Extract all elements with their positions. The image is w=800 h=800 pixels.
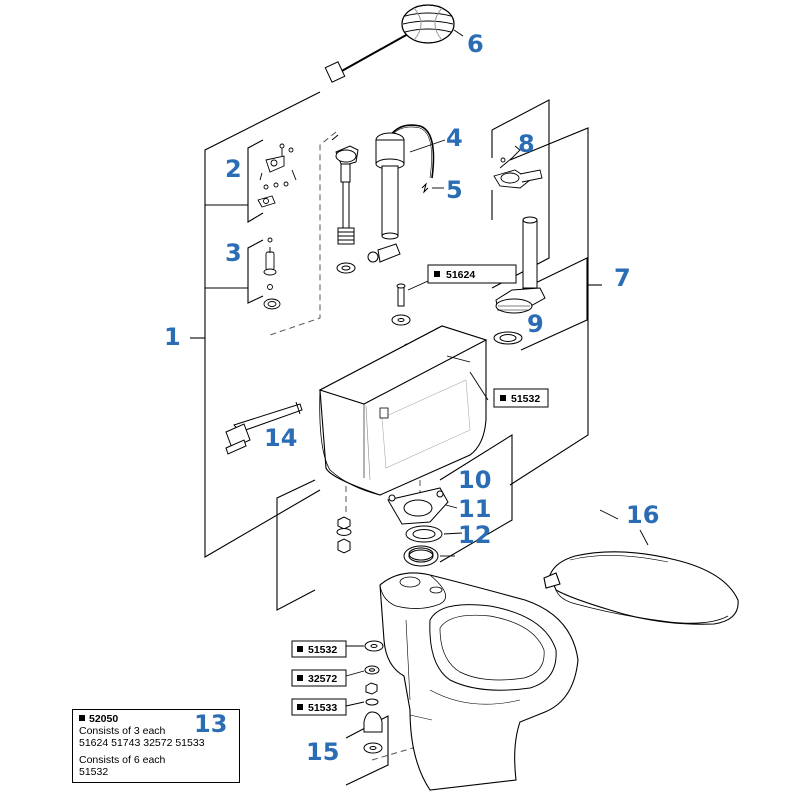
toilet-bowl	[379, 572, 579, 791]
callout-2: 2	[225, 155, 242, 183]
flush-valve-part-9	[493, 216, 546, 345]
bracket-2	[247, 139, 264, 223]
part-number-label: 51533	[308, 702, 337, 714]
refill-tube-part-4	[367, 124, 435, 263]
float-ball	[401, 4, 455, 44]
ballcock-assembly	[331, 134, 359, 274]
valve-part-3	[263, 237, 281, 310]
kit-line-4: 51532	[79, 766, 109, 778]
float-ball-rod	[324, 4, 464, 83]
bracket-8	[491, 99, 550, 289]
bracket-assembly-1	[204, 91, 321, 558]
kit-line-3: Consists of 6 each	[79, 754, 166, 766]
part-box-51532-bottom: 51532	[291, 640, 347, 658]
kit-part-number: 52050	[89, 713, 119, 725]
callout-9: 9	[527, 310, 544, 338]
toilet-tank	[318, 325, 488, 496]
bracket-10-12	[439, 434, 513, 563]
kit-line-1: Consists of 3 each	[79, 725, 166, 737]
kit-line-2: 51624 51743 32572 51533	[79, 737, 205, 749]
spud-washer-part-12	[403, 545, 439, 567]
callout-1: 1	[164, 323, 181, 351]
part-box-51624: 51624	[427, 264, 517, 284]
callout-12: 12	[458, 521, 491, 549]
bracket-7	[509, 127, 589, 486]
part-box-51533: 51533	[291, 698, 347, 716]
callout-4: 4	[446, 124, 463, 152]
kit-part-row: 52050	[79, 713, 233, 725]
part-number-label: 32572	[308, 673, 337, 685]
callout-3: 3	[225, 239, 242, 267]
callout-8: 8	[518, 130, 535, 158]
kit-note-box: 52050 Consists of 3 each 51624 51743 325…	[72, 709, 240, 783]
callout-6: 6	[467, 30, 484, 58]
callout-5: 5	[446, 176, 463, 204]
part-number-label: 51624	[446, 269, 475, 281]
trip-lever-part-14	[225, 401, 303, 455]
leader-lines	[345, 139, 649, 707]
bracket-frames	[190, 91, 602, 786]
tank-gasket-plate-part-10	[387, 487, 449, 525]
gasket-ring-part-11	[405, 525, 443, 543]
callout-10: 10	[458, 466, 491, 494]
callout-15: 15	[306, 738, 339, 766]
part-box-51532-top: 51532	[493, 388, 549, 408]
callout-11: 11	[458, 495, 491, 523]
toilet-seat-part-16	[543, 551, 739, 625]
bracket-lower-left	[276, 479, 316, 611]
tank-bolt-hardware	[336, 516, 352, 554]
callout-16: 16	[626, 501, 659, 529]
part-number-label: 51532	[308, 644, 337, 656]
part-number-label: 51532	[511, 393, 540, 405]
flush-hardware-part-8	[493, 145, 543, 189]
clip-part-5	[421, 182, 429, 194]
bracket-3	[247, 239, 264, 304]
callout-13: 13	[194, 710, 228, 738]
floor-hardware	[363, 640, 384, 754]
bracket-9	[520, 257, 588, 351]
trip-lever-hardware	[257, 143, 297, 208]
callout-numbers: 1 2 3 4 5 6 7 8 9 10 11 12 14 15 16	[164, 30, 659, 766]
callout-7: 7	[614, 264, 631, 292]
part-box-32572: 32572	[291, 669, 347, 687]
callout-14: 14	[264, 424, 297, 452]
square-bullet-icon	[79, 715, 85, 721]
